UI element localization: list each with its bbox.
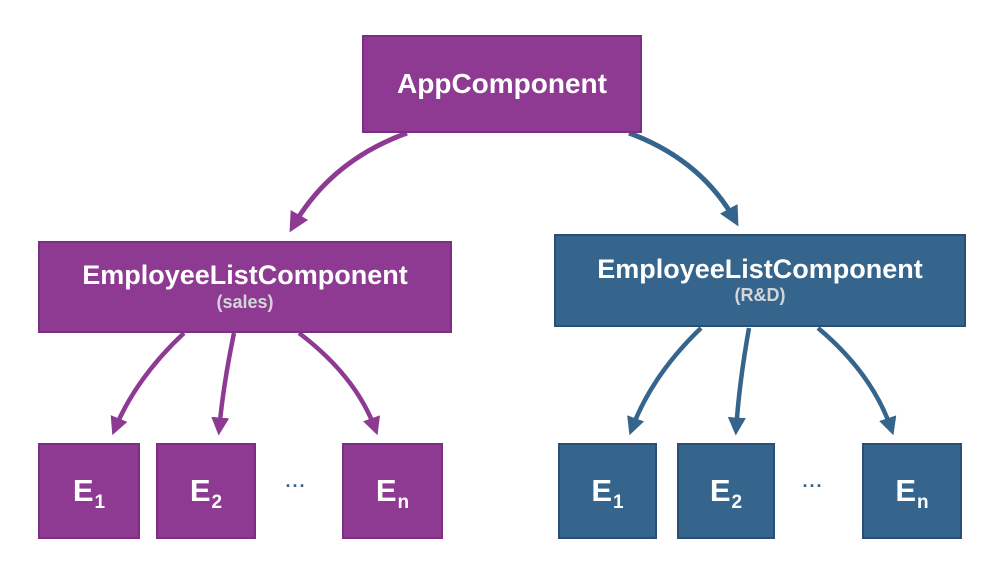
node-employee-list-rnd: EmployeeListComponent (R&D): [554, 234, 966, 327]
edge-sales-to-e1: [110, 331, 186, 436]
node-rnd-employee-2: E2: [677, 443, 775, 539]
edge-app-to-sales: [289, 130, 408, 233]
edge-sales-to-e2: [211, 332, 237, 436]
node-rnd-employee-1: E1: [558, 443, 657, 539]
edge-sales-to-en: [297, 331, 381, 436]
node-label: EmployeeListComponent: [82, 260, 408, 291]
edge-rnd-to-en: [816, 326, 897, 436]
node-sublabel: (R&D): [734, 285, 786, 306]
subscript: 2: [211, 491, 223, 513]
node-label: En: [895, 472, 929, 513]
node-sales-employee-1: E1: [38, 443, 140, 539]
node-label: E1: [591, 472, 624, 513]
node-app-component: AppComponent: [362, 35, 642, 133]
node-label: AppComponent: [397, 67, 607, 99]
edge-rnd-to-e1: [627, 326, 703, 436]
node-sales-employee-n: En: [342, 443, 443, 539]
ellipsis-rnd: ...: [802, 471, 824, 491]
node-sales-employee-2: E2: [156, 443, 256, 539]
edge-app-to-rnd: [628, 130, 739, 227]
node-label: E2: [709, 472, 743, 513]
edge-rnd-to-e2: [727, 327, 752, 436]
subscript: n: [397, 491, 410, 513]
node-label: E2: [189, 472, 223, 513]
subscript: 2: [731, 491, 743, 513]
node-label: EmployeeListComponent: [597, 253, 923, 284]
node-employee-list-sales: EmployeeListComponent (sales): [38, 241, 452, 333]
node-sublabel: (sales): [216, 291, 274, 312]
subscript: n: [917, 491, 929, 513]
node-label: E1: [72, 472, 106, 513]
subscript: 1: [613, 491, 624, 513]
ellipsis-sales: ...: [285, 471, 307, 491]
subscript: 1: [94, 491, 106, 513]
node-rnd-employee-n: En: [862, 443, 962, 539]
node-label: En: [375, 472, 410, 513]
